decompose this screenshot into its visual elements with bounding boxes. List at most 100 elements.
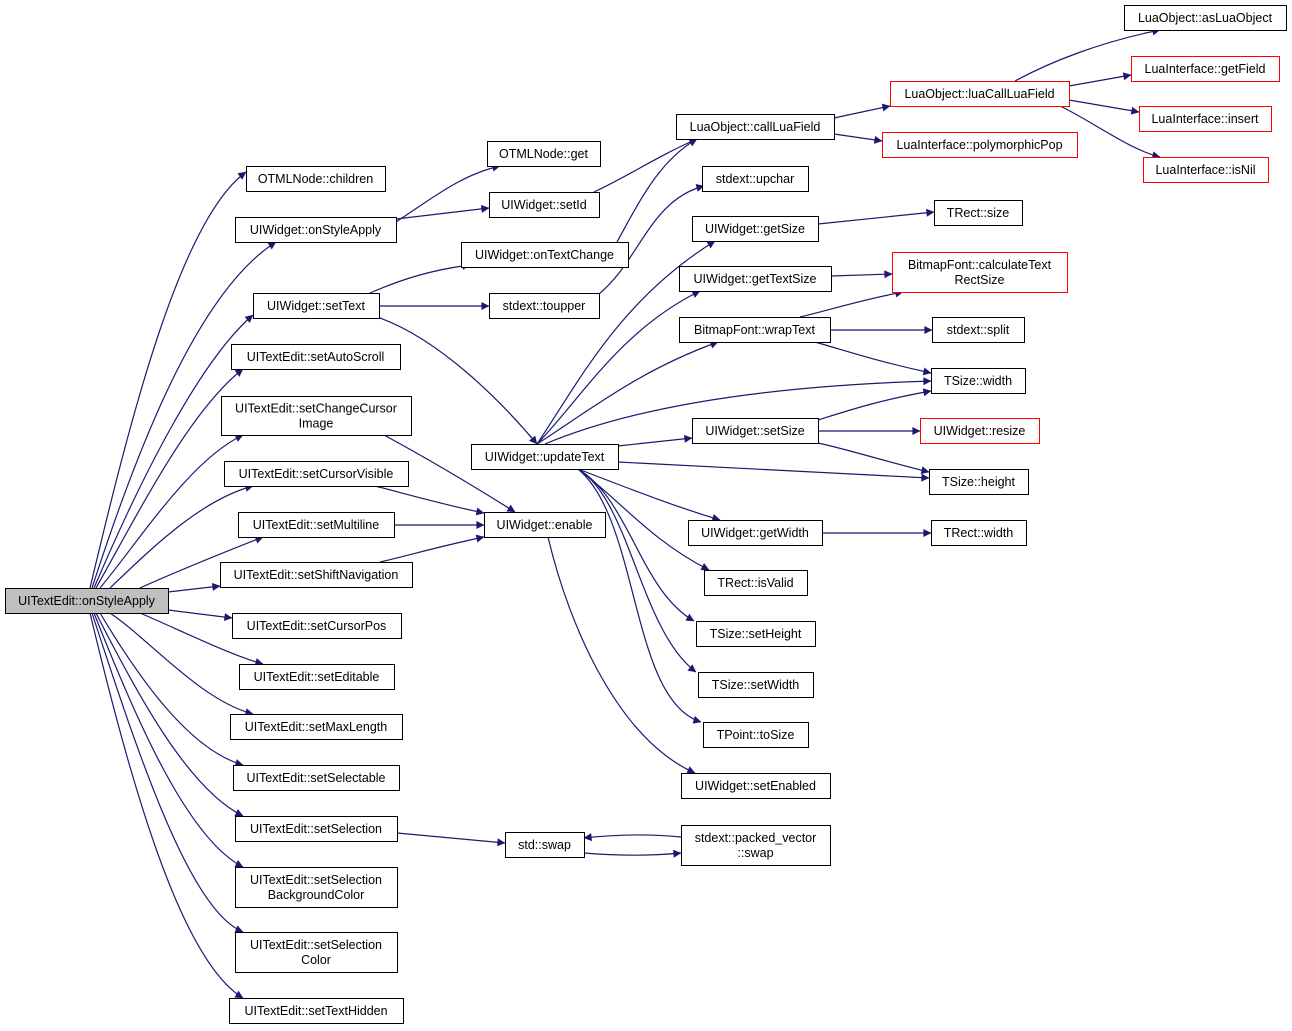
node-n_otmlget[interactable]: OTMLNode::get xyxy=(487,141,601,167)
edge-n_updatetext-to-n_getwidth xyxy=(577,468,721,522)
node-box xyxy=(253,293,380,319)
node-n_setsize[interactable]: UIWidget::setSize xyxy=(692,418,819,444)
node-box xyxy=(461,242,629,268)
node-n_polypop[interactable]: LuaInterface::polymorphicPop xyxy=(882,132,1078,158)
node-n_onstyle[interactable]: UIWidget::onStyleApply xyxy=(235,217,397,243)
node-n_tosize[interactable]: TPoint::toSize xyxy=(703,722,809,748)
node-n_setid[interactable]: UIWidget::setId xyxy=(489,192,600,218)
node-label: TRect::isValid xyxy=(717,576,793,590)
node-n_tsizeheight[interactable]: TSize::height xyxy=(929,469,1029,495)
edge-root-to-n_maxlength xyxy=(109,612,254,716)
node-n_texthidden[interactable]: UITextEdit::setTextHidden xyxy=(229,998,404,1024)
node-n_ontextchange[interactable]: UIWidget::onTextChange xyxy=(461,242,629,268)
node-n_rectsize[interactable]: TRect::size xyxy=(934,200,1023,226)
node-n_luacallluafield[interactable]: LuaObject::luaCallLuaField xyxy=(890,81,1070,107)
node-n_setenabled[interactable]: UIWidget::setEnabled xyxy=(681,773,831,799)
node-n_setwidth[interactable]: TSize::setWidth xyxy=(698,672,814,698)
node-box xyxy=(679,317,831,343)
node-n_toupper[interactable]: stdext::toupper xyxy=(489,293,600,319)
node-box xyxy=(1143,157,1269,183)
node-label: UITextEdit::setEditable xyxy=(254,670,380,684)
node-label: LuaInterface::insert xyxy=(1151,112,1259,126)
node-n_isvalid[interactable]: TRect::isValid xyxy=(704,570,808,596)
edge-n_onstyle-to-n_setid xyxy=(395,204,490,220)
edge-n_setsize-to-n_tsizewidth xyxy=(817,388,932,421)
edge-n_updatetext-to-n_gettextsize xyxy=(536,290,701,445)
node-n_rectwidth[interactable]: TRect::width xyxy=(931,520,1027,546)
node-n_resize[interactable]: UIWidget::resize xyxy=(920,418,1040,444)
node-n_selection[interactable]: UITextEdit::setSelection xyxy=(235,816,398,842)
node-n_setheight[interactable]: TSize::setHeight xyxy=(696,621,816,647)
node-box xyxy=(233,765,400,791)
node-box xyxy=(698,672,814,698)
node-label: LuaObject::asLuaObject xyxy=(1138,11,1273,25)
node-label: LuaObject::luaCallLuaField xyxy=(904,87,1054,101)
node-label: TRect::size xyxy=(947,206,1010,220)
edge-n_updatetext-to-n_getsize xyxy=(536,240,716,445)
node-n_cursorpos[interactable]: UITextEdit::setCursorPos xyxy=(232,613,402,639)
node-label: ::swap xyxy=(737,846,773,860)
edge-root-to-n_selcolor xyxy=(91,612,244,933)
node-n_shiftnav[interactable]: UITextEdit::setShiftNavigation xyxy=(220,562,413,588)
node-label: UIWidget::resize xyxy=(934,424,1026,438)
node-root[interactable]: UITextEdit::onStyleApply xyxy=(5,588,169,614)
node-n_insert[interactable]: LuaInterface::insert xyxy=(1139,106,1272,132)
edge-n_setsize-to-n_tsizeheight xyxy=(817,442,930,475)
node-n_isnil[interactable]: LuaInterface::isNil xyxy=(1143,157,1269,183)
node-n_autoscroll[interactable]: UITextEdit::setAutoScroll xyxy=(231,344,401,370)
node-label: stdext::packed_vector xyxy=(695,831,817,845)
node-n_maxlength[interactable]: UITextEdit::setMaxLength xyxy=(230,714,403,740)
node-box xyxy=(489,192,600,218)
node-n_getfield[interactable]: LuaInterface::getField xyxy=(1131,56,1280,82)
node-n_callluafield[interactable]: LuaObject::callLuaField xyxy=(676,114,835,140)
edge-root-to-n_settext xyxy=(93,314,254,589)
node-n_getsize[interactable]: UIWidget::getSize xyxy=(692,216,819,242)
edge-root-to-n_texthidden xyxy=(89,612,244,999)
edges xyxy=(89,27,1161,999)
node-n_cursorvisible[interactable]: UITextEdit::setCursorVisible xyxy=(224,461,409,487)
node-box xyxy=(232,613,402,639)
node-n_wraptext[interactable]: BitmapFont::wrapText xyxy=(679,317,831,343)
node-box xyxy=(505,832,585,858)
node-label: UITextEdit::setChangeCursor xyxy=(235,402,397,416)
node-n_updatetext[interactable]: UIWidget::updateText xyxy=(471,444,619,470)
node-n_multiline[interactable]: UITextEdit::setMultiline xyxy=(238,512,395,538)
node-n_editable[interactable]: UITextEdit::setEditable xyxy=(239,664,395,690)
node-n_children[interactable]: OTMLNode::children xyxy=(246,166,386,192)
node-n_enable[interactable]: UIWidget::enable xyxy=(484,512,606,538)
node-box xyxy=(471,444,619,470)
edge-n_callluafield-to-n_luacallluafield xyxy=(833,103,891,119)
edge-root-to-n_changecursor xyxy=(99,434,244,589)
node-label: UIWidget::getWidth xyxy=(701,526,809,540)
node-box xyxy=(221,396,412,436)
node-box xyxy=(920,418,1040,444)
node-label: UITextEdit::onStyleApply xyxy=(18,594,156,608)
edge-n_ontextchange-to-n_callluafield xyxy=(616,138,698,243)
node-n_packedswap[interactable]: stdext::packed_vector::swap xyxy=(681,825,831,866)
node-label: OTMLNode::children xyxy=(258,172,373,186)
edge-n_updatetext-to-n_wraptext xyxy=(536,340,719,445)
node-n_tsizewidth[interactable]: TSize::width xyxy=(931,368,1026,394)
node-label: LuaInterface::polymorphicPop xyxy=(896,138,1062,152)
node-n_gettextsize[interactable]: UIWidget::getTextSize xyxy=(679,266,832,292)
node-n_swap[interactable]: std::swap xyxy=(505,832,585,858)
node-n_selectable[interactable]: UITextEdit::setSelectable xyxy=(233,765,400,791)
node-n_getwidth[interactable]: UIWidget::getWidth xyxy=(688,520,823,546)
node-box xyxy=(931,368,1026,394)
edge-n_updatetext-to-n_tsizeheight xyxy=(617,461,930,482)
node-n_asluaobject[interactable]: LuaObject::asLuaObject xyxy=(1124,5,1287,31)
node-n_settext[interactable]: UIWidget::setText xyxy=(253,293,380,319)
node-box xyxy=(235,932,398,973)
nodes: UITextEdit::onStyleApply OTMLNode::childr… xyxy=(5,5,1287,1024)
node-n_split[interactable]: stdext::split xyxy=(932,317,1025,343)
edge-n_wraptext-to-n_calctext xyxy=(799,289,904,318)
node-box xyxy=(1131,56,1280,82)
node-box xyxy=(882,132,1078,158)
node-label: stdext::split xyxy=(947,323,1010,337)
node-n_upchar[interactable]: stdext::upchar xyxy=(702,166,809,192)
edge-n_settext-to-n_ontextchange xyxy=(369,261,471,294)
